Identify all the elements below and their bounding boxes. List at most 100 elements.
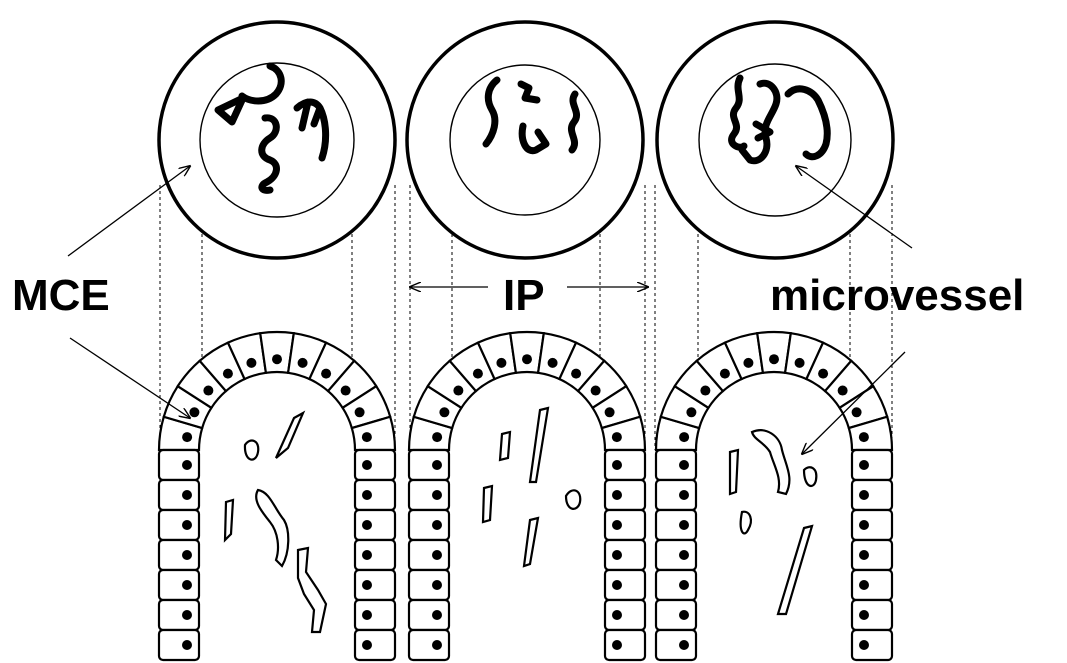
epithelial-cell — [852, 600, 892, 630]
epithelial-cell — [159, 630, 199, 660]
cell-nucleus — [432, 520, 442, 530]
cell-nucleus — [223, 369, 233, 379]
cell-nucleus — [432, 432, 442, 442]
cell-nucleus — [679, 490, 689, 500]
cell-nucleus — [859, 490, 869, 500]
microvessel — [500, 432, 510, 460]
epithelial-cell — [409, 450, 449, 480]
ip-label: IP — [503, 271, 545, 320]
cell-nucleus — [182, 520, 192, 530]
epithelial-cell — [159, 600, 199, 630]
epithelial-cell — [409, 600, 449, 630]
cell-nucleus — [852, 407, 862, 417]
epithelial-cell — [852, 630, 892, 660]
cell-nucleus — [859, 640, 869, 650]
epithelial-cell — [605, 540, 645, 570]
cross-section-3 — [657, 22, 893, 258]
cell-nucleus — [612, 640, 622, 650]
cell-nucleus — [496, 358, 506, 368]
microvessel — [741, 512, 751, 534]
villus — [656, 332, 892, 660]
cell-nucleus — [612, 610, 622, 620]
interior-microvessels — [225, 408, 816, 632]
cell-nucleus — [679, 550, 689, 560]
cell-nucleus — [362, 520, 372, 530]
microvessel — [566, 490, 580, 509]
cell-nucleus — [182, 550, 192, 560]
cell-nucleus — [795, 358, 805, 368]
epithelial-cell — [355, 570, 395, 600]
microvessel — [530, 408, 548, 482]
epithelial-cell — [656, 630, 696, 660]
microvessel — [225, 500, 233, 540]
epithelial-cell — [852, 510, 892, 540]
epithelial-cell — [656, 570, 696, 600]
epithelial-cell — [159, 450, 199, 480]
epithelial-cell — [605, 600, 645, 630]
microvessel — [752, 430, 789, 494]
epithelial-cell — [852, 540, 892, 570]
epithelial-cell — [656, 480, 696, 510]
epithelial-cell — [852, 570, 892, 600]
epithelial-cell — [409, 540, 449, 570]
cell-nucleus — [432, 490, 442, 500]
epithelial-cell — [355, 450, 395, 480]
cell-nucleus — [321, 369, 331, 379]
cell-nucleus — [362, 490, 372, 500]
microvessel — [730, 450, 738, 494]
epithelial-cell — [159, 480, 199, 510]
epithelial-cell — [355, 510, 395, 540]
cell-nucleus — [743, 358, 753, 368]
cell-nucleus — [453, 386, 463, 396]
cell-nucleus — [362, 550, 372, 560]
epithelial-cell — [605, 450, 645, 480]
cell-nucleus — [612, 580, 622, 590]
cell-nucleus — [548, 358, 558, 368]
epithelial-cell — [605, 510, 645, 540]
cell-nucleus — [182, 640, 192, 650]
microvessel — [483, 486, 492, 522]
cell-nucleus — [700, 386, 710, 396]
cell-nucleus — [432, 610, 442, 620]
epithelial-cell — [656, 510, 696, 540]
cross-section-1 — [159, 22, 395, 258]
cell-nucleus — [272, 354, 282, 364]
mce-label: MCE — [12, 271, 110, 320]
cell-nucleus — [679, 520, 689, 530]
epithelial-cell — [355, 630, 395, 660]
cell-nucleus — [605, 407, 615, 417]
cell-nucleus — [859, 610, 869, 620]
cell-nucleus — [679, 580, 689, 590]
cell-nucleus — [679, 610, 689, 620]
mce-arrow-bottom — [70, 338, 190, 418]
epithelial-cell — [355, 600, 395, 630]
cell-nucleus — [612, 550, 622, 560]
cell-nucleus — [859, 580, 869, 590]
cell-nucleus — [571, 369, 581, 379]
epithelial-cell — [656, 600, 696, 630]
cell-nucleus — [859, 432, 869, 442]
cell-nucleus — [612, 520, 622, 530]
cell-nucleus — [362, 610, 372, 620]
cell-nucleus — [679, 432, 689, 442]
cell-nucleus — [439, 407, 449, 417]
microvessel — [276, 413, 303, 458]
epithelial-cell — [605, 570, 645, 600]
cell-nucleus — [182, 460, 192, 470]
epithelial-cell — [409, 480, 449, 510]
cell-nucleus — [203, 386, 213, 396]
microvessel — [778, 526, 812, 614]
microvessel — [804, 467, 816, 486]
epithelial-cell — [159, 510, 199, 540]
villus — [409, 332, 645, 660]
microvessel — [245, 441, 258, 460]
epithelial-cell — [605, 630, 645, 660]
cell-nucleus — [355, 407, 365, 417]
microvessel-label: microvessel — [770, 271, 1024, 320]
cell-nucleus — [686, 407, 696, 417]
cell-nucleus — [182, 432, 192, 442]
cell-nucleus — [432, 550, 442, 560]
cell-nucleus — [612, 432, 622, 442]
cell-nucleus — [612, 460, 622, 470]
